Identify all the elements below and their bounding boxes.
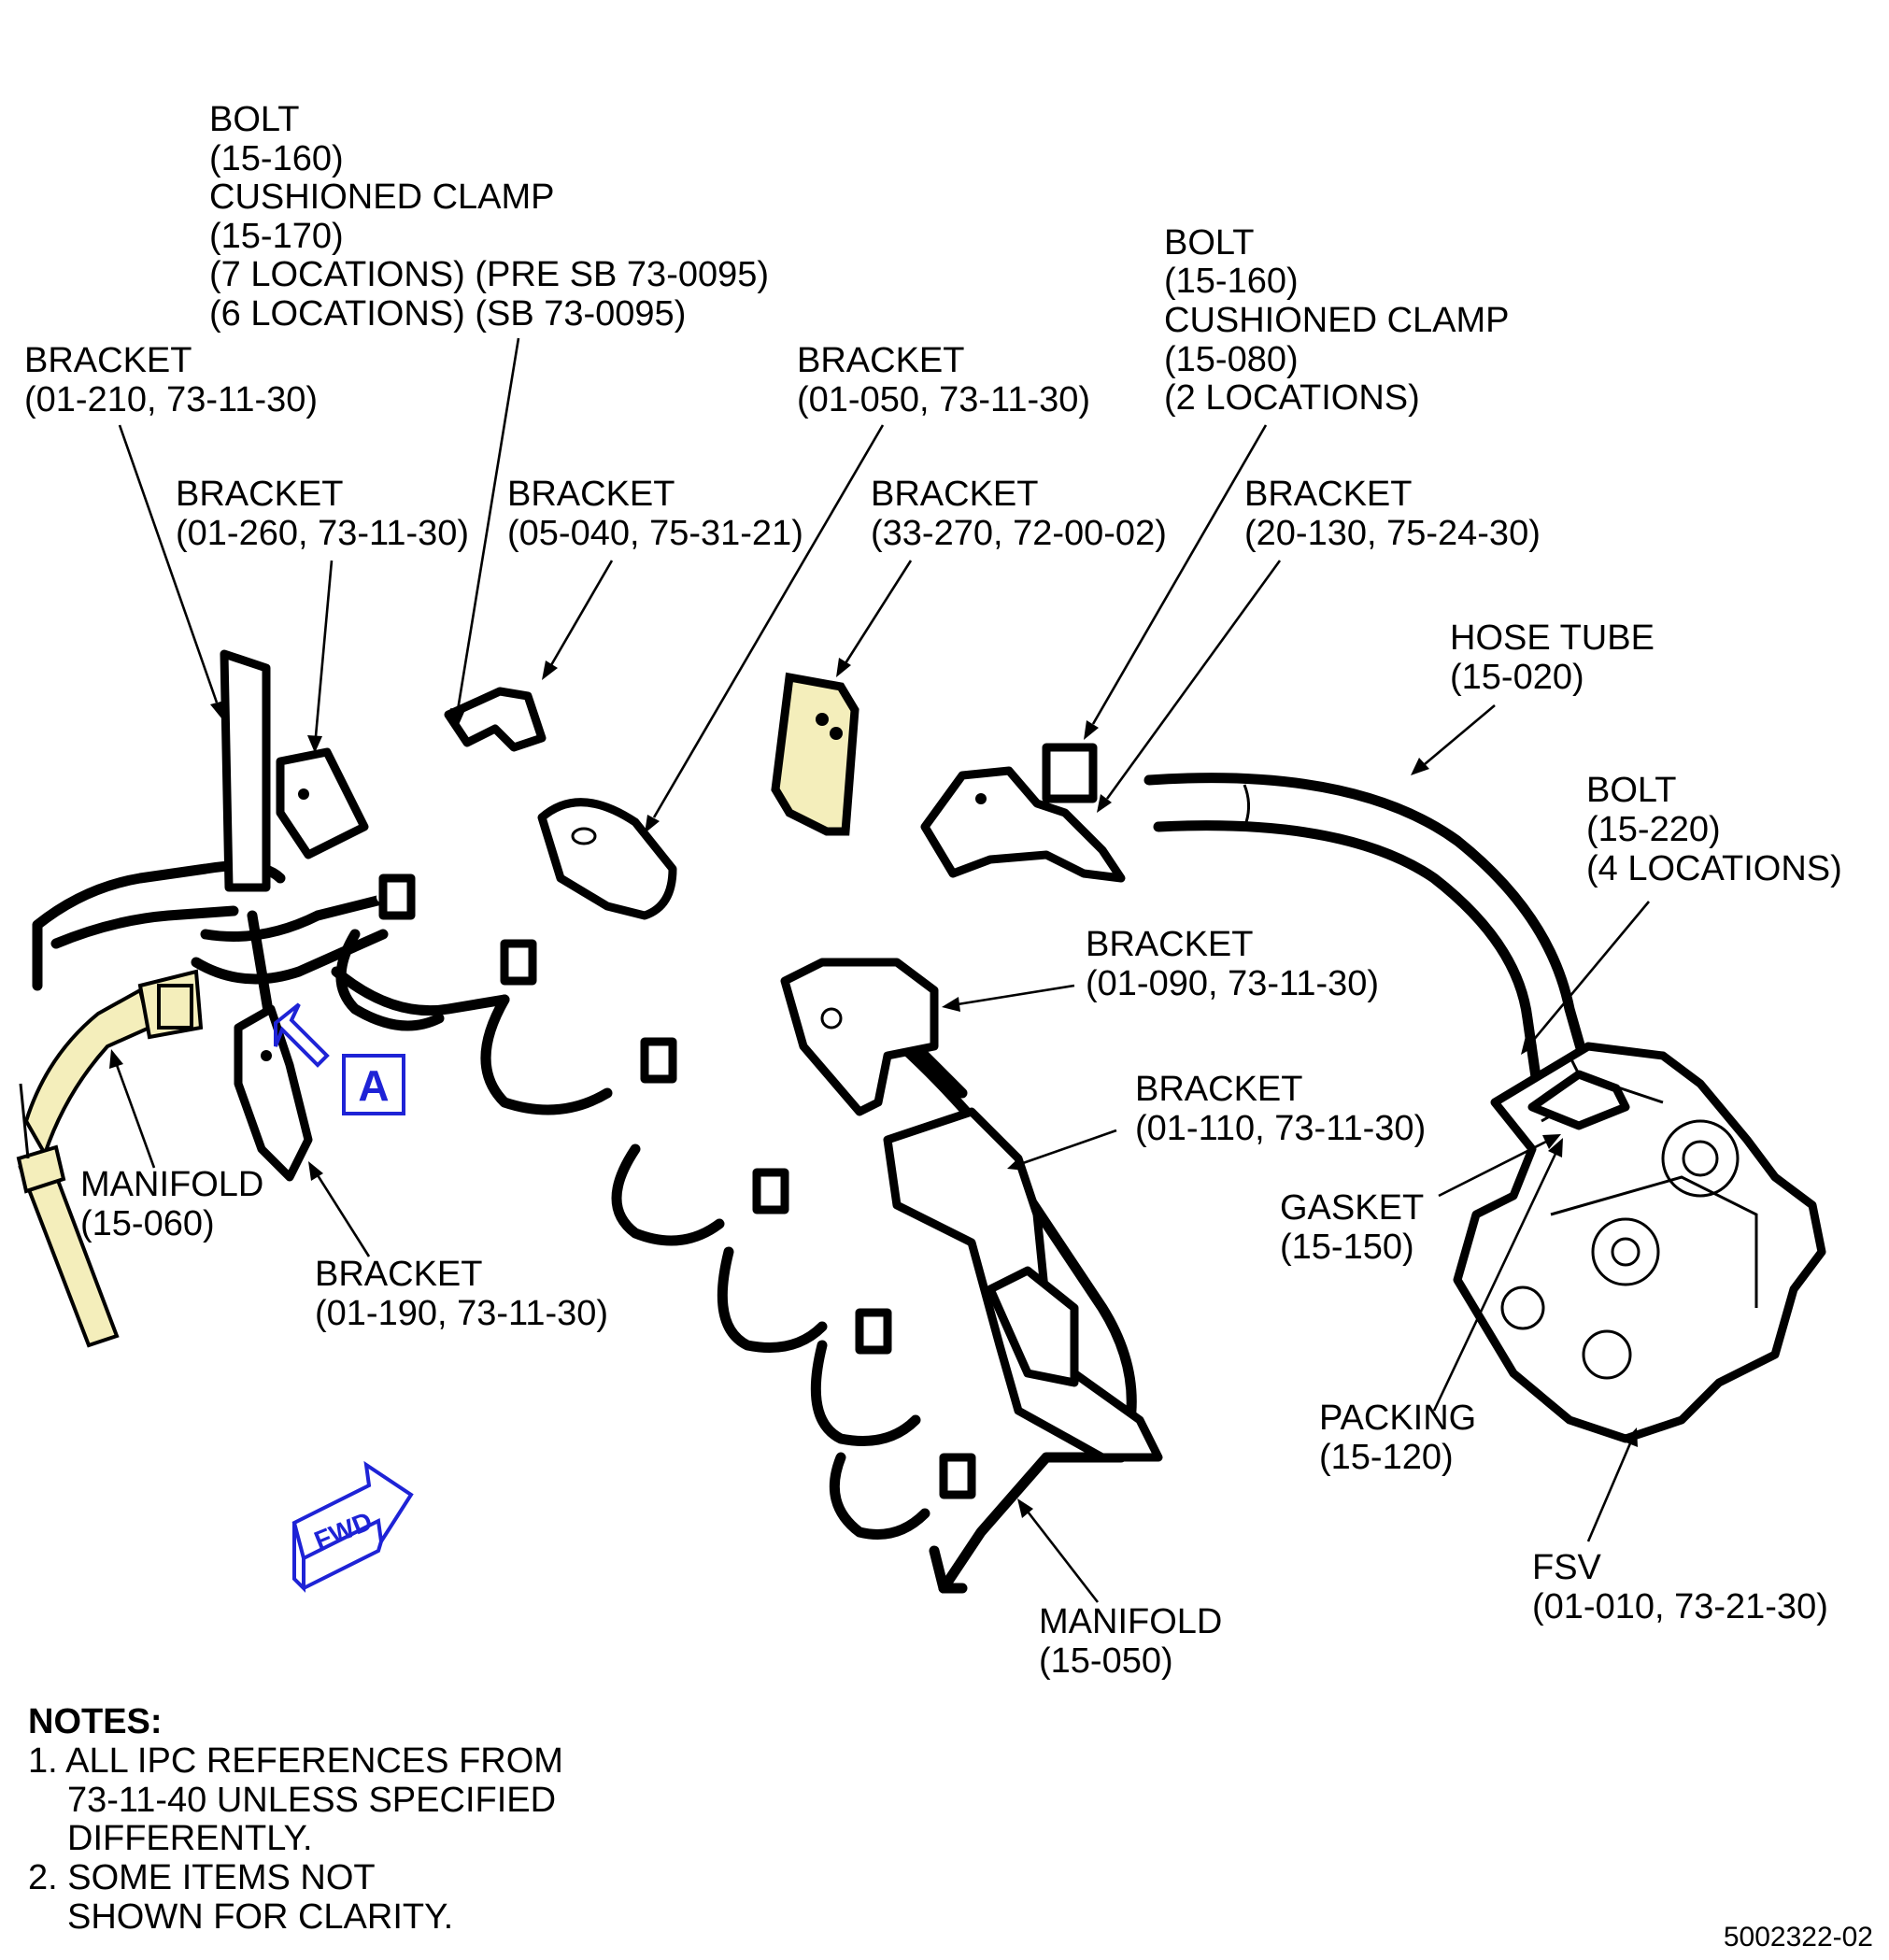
bracket-05-040-shape: [444, 687, 547, 752]
notes-block: NOTES: 1. ALL IPC REFERENCES FROM 73-11-…: [28, 1702, 574, 1937]
label-bracket-01-210: BRACKET (01-210, 73-11-30): [24, 341, 318, 419]
label-manifold-15-060: MANIFOLD (15-060): [80, 1165, 274, 1243]
fwd-text: FWD: [310, 1506, 376, 1555]
note-2: 2. SOME ITEMS NOT SHOWN FOR CLARITY.: [28, 1858, 453, 1937]
bracket-01-210-shape: [220, 649, 271, 892]
label-bracket-01-050: BRACKET (01-050, 73-11-30): [797, 341, 1090, 419]
label-gasket: GASKET (15-150): [1280, 1188, 1433, 1267]
manifold-15-060-shape: [16, 969, 204, 1348]
label-bracket-01-190: BRACKET (01-190, 73-11-30): [315, 1255, 608, 1333]
label-bolt-clamp-top-right: BOLT (15-160) CUSHIONED CLAMP (15-080) (…: [1164, 223, 1518, 418]
view-a-indicator: A: [274, 1002, 405, 1115]
label-bracket-33-270: BRACKET (33-270, 72-00-02): [871, 475, 1167, 553]
label-bolt-clamp-top-left: BOLT (15-160) CUSHIONED CLAMP (15-170) (…: [209, 100, 779, 334]
drawing-artwork: A FWD: [16, 649, 1826, 1594]
fsv-shape: [1453, 1042, 1826, 1443]
label-bracket-20-130: BRACKET (20-130, 75-24-30): [1244, 475, 1541, 553]
callout-labels: BOLT (15-160) CUSHIONED CLAMP (15-170) (…: [24, 100, 1842, 1681]
notes-title: NOTES:: [28, 1702, 163, 1741]
label-bracket-01-090: BRACKET (01-090, 73-11-30): [1086, 925, 1379, 1003]
label-manifold-15-050: MANIFOLD (15-050): [1039, 1602, 1232, 1681]
label-hose-tube: HOSE TUBE (15-020): [1450, 618, 1664, 697]
leader-lines: [109, 337, 1650, 1603]
drawing-number: 5002322-02: [1724, 1922, 1873, 1953]
bracket-01-190-shape: [234, 1004, 313, 1182]
label-fsv: FSV (01-010, 73-21-30): [1532, 1548, 1828, 1626]
fwd-indicator: FWD: [291, 1460, 414, 1593]
bracket-01-260-shape: [276, 747, 369, 859]
label-bracket-01-110: BRACKET (01-110, 73-11-30): [1135, 1070, 1426, 1148]
note-1: 1. ALL IPC REFERENCES FROM 73-11-40 UNLE…: [28, 1741, 574, 1858]
bracket-01-090-shape: [780, 958, 939, 1116]
label-packing: PACKING (15-120): [1319, 1399, 1486, 1477]
view-a-letter: A: [358, 1061, 389, 1110]
brackets-group: [220, 649, 1163, 1462]
label-bracket-01-260: BRACKET (01-260, 73-11-30): [176, 475, 469, 553]
label-bracket-05-040: BRACKET (05-040, 75-31-21): [507, 475, 803, 553]
label-bolt-15-220: BOLT (15-220) (4 LOCATIONS): [1586, 771, 1842, 888]
bracket-20-130-shape: [920, 766, 1126, 883]
view-a-box: [342, 1054, 405, 1115]
